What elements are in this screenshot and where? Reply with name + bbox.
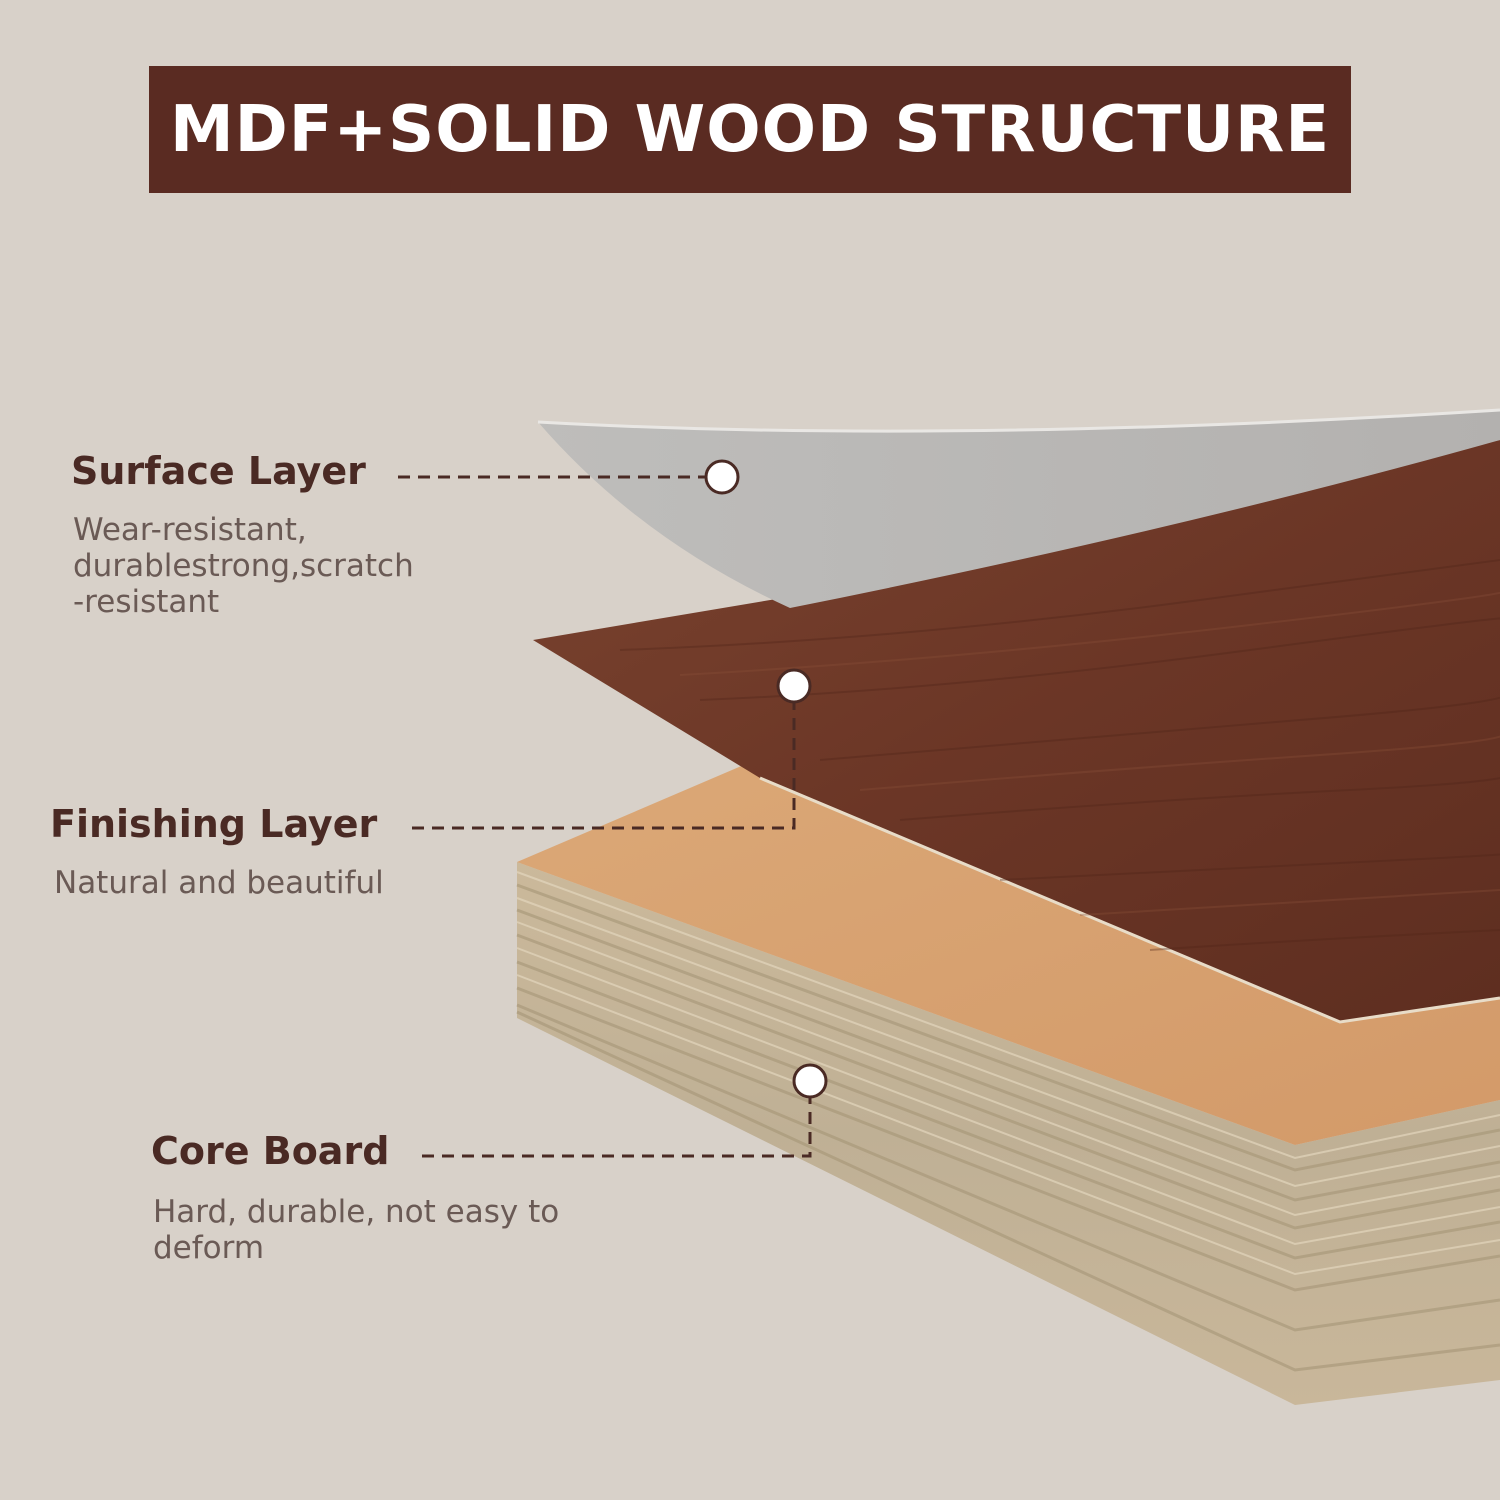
title-banner: MDF+SOLID WOOD STRUCTURE [149,66,1351,193]
surface-layer-title: Surface Layer [71,449,366,493]
page-title: MDF+SOLID WOOD STRUCTURE [169,92,1331,167]
surface-layer-shape [538,410,1500,608]
finishing-marker-dot [776,668,812,704]
finishing-layer-title: Finishing Layer [50,802,378,846]
finishing-layer-description: Natural and beautiful [54,865,384,901]
finishing-layer-shape [533,440,1500,1024]
surface-layer-description: Wear-resistant, durablestrong,scratch -r… [73,512,414,620]
core-marker-dot [792,1063,828,1099]
core-board-shape [516,758,1500,1405]
core-leader-line [422,1081,812,1158]
finishing-leader-line [412,686,796,830]
core-board-description: Hard, durable, not easy to deform [153,1194,560,1266]
surface-marker-dot [704,459,740,495]
core-board-title: Core Board [151,1129,390,1173]
